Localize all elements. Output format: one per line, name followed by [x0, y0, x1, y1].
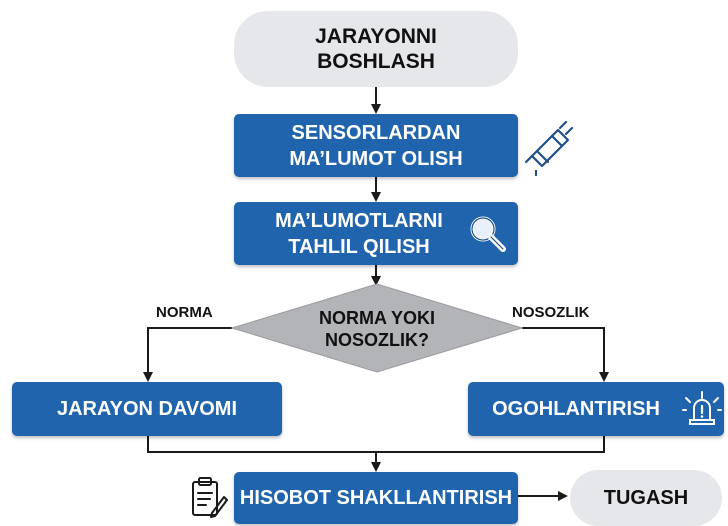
- branch-label-norma: NORMA: [156, 304, 213, 321]
- connector-alert-down: [376, 436, 605, 453]
- report-label: HISOBOT SHAKLLANTIRISH: [239, 487, 513, 509]
- alert-label: OGOHLANTIRISH: [492, 398, 660, 420]
- decision-label-line1: NORMA YOKI: [318, 308, 435, 328]
- sensors-label-line2: MA’LUMOT OLISH: [289, 147, 463, 170]
- report-step: HISOBOT SHAKLLANTIRISH: [234, 472, 518, 524]
- analysis-label-line2: TAHLIL QILISH: [288, 235, 430, 258]
- sensors-label-line1: SENSORLARDAN: [291, 121, 461, 144]
- start-label-line1: JARAYONNI: [315, 25, 437, 48]
- start-label-line2: BOSHLASH: [317, 50, 435, 73]
- arrow-decision-to-alert: [522, 327, 609, 382]
- continue-label: JARAYON DAVOMI: [56, 398, 238, 420]
- sensors-step: SENSORLARDAN MA’LUMOT OLISH: [234, 114, 518, 177]
- arrow-decision-to-continue: [143, 327, 232, 382]
- sensor-plug-icon: [524, 120, 574, 176]
- analysis-label-line1: MA’LUMOTLARNI: [275, 209, 443, 232]
- alarm-light-icon: [682, 391, 722, 425]
- magnifier-icon: [470, 216, 506, 252]
- end-label: TUGASH: [603, 486, 689, 509]
- clipboard-report-icon: [192, 477, 228, 518]
- end-terminal: TUGASH: [570, 470, 722, 526]
- continue-step: JARAYON DAVOMI: [12, 382, 282, 436]
- branch-label-nosozlik: NOSOZLIK: [512, 304, 590, 321]
- alert-step: OGOHLANTIRISH: [468, 382, 724, 436]
- connector-continue-down: [147, 436, 376, 453]
- decision-label: NORMA YOKI NOSOZLIK?: [282, 306, 472, 352]
- analysis-step: MA’LUMOTLARNI TAHLIL QILISH: [234, 202, 518, 265]
- decision-label-line2: NOSOZLIK?: [325, 330, 429, 350]
- start-terminal: JARAYONNI BOSHLASH: [234, 11, 518, 87]
- decision-diamond: [230, 283, 524, 373]
